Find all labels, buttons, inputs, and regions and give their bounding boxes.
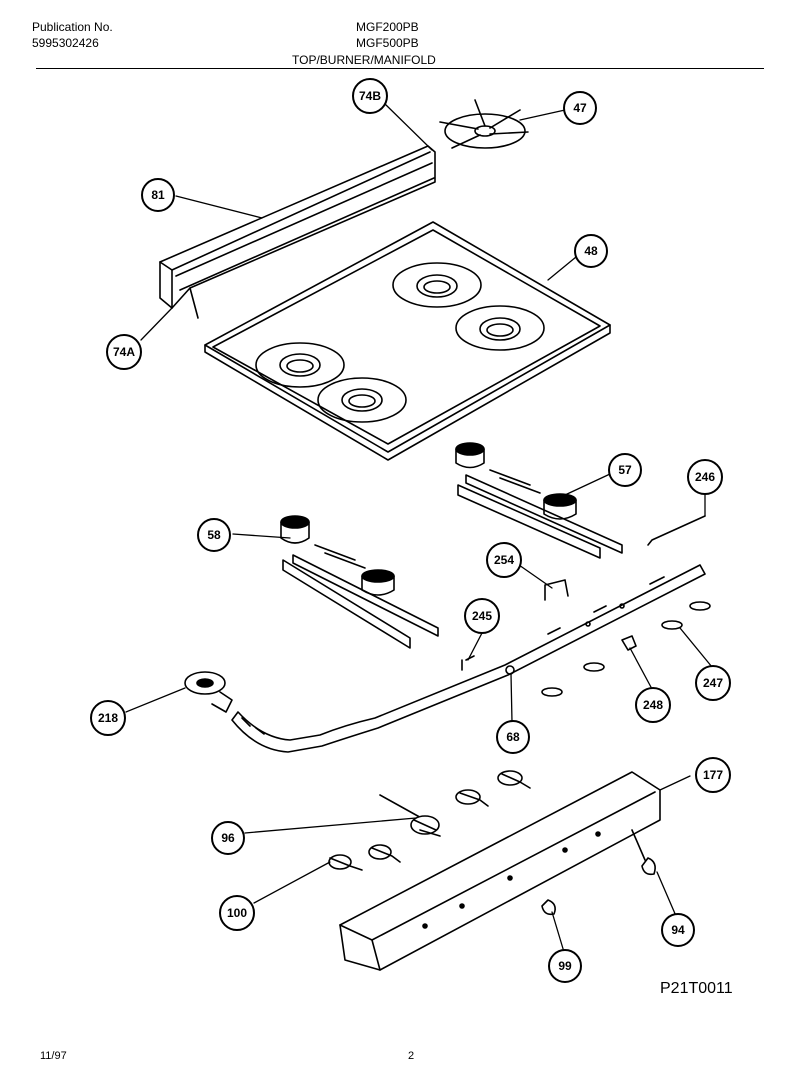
callout-99: 99 <box>548 949 582 983</box>
callout-circle <box>574 234 608 268</box>
callout-circle <box>496 720 530 754</box>
callout-57: 57 <box>608 453 642 487</box>
callout-group: 74B 47 81 48 74A 57 246 58 254 245 218 68 248 247 177 9… <box>90 78 731 983</box>
callout-circle <box>563 91 597 125</box>
callout-74b: 74B <box>352 78 388 114</box>
callout-58: 58 <box>197 518 231 552</box>
callout-label: 254 <box>494 553 514 567</box>
callout-circle <box>548 949 582 983</box>
callout-label: 48 <box>584 244 598 258</box>
cooktop <box>204 221 611 461</box>
callout-circle <box>464 598 500 634</box>
callout-circle <box>141 178 175 212</box>
callout-label: 58 <box>207 528 221 542</box>
callout-circle <box>197 518 231 552</box>
callout-177: 177 <box>695 757 731 793</box>
callout-label: 245 <box>472 609 492 623</box>
callout-circle <box>90 700 126 736</box>
callout-circle <box>106 334 142 370</box>
callout-label: 99 <box>558 959 572 973</box>
header-divider <box>36 68 764 69</box>
callout-81: 81 <box>141 178 175 212</box>
front-burner-assembly <box>280 515 439 649</box>
callout-circle <box>695 665 731 701</box>
callout-94: 94 <box>661 913 695 947</box>
callout-label: 218 <box>98 711 118 725</box>
manifold-pipe <box>231 564 706 753</box>
burner-grate <box>439 99 529 149</box>
footer-date: 11/97 <box>40 1050 67 1062</box>
callout-label: 47 <box>573 101 587 115</box>
callout-circle <box>635 687 671 723</box>
callout-label: 96 <box>221 831 235 845</box>
callout-label: 100 <box>227 906 247 920</box>
callout-circle <box>687 459 723 495</box>
callout-label: 94 <box>671 923 685 937</box>
callout-label: 247 <box>703 676 723 690</box>
figure-code: P21T0011 <box>660 980 733 997</box>
callout-label: 68 <box>506 730 520 744</box>
callout-label: 177 <box>703 768 723 782</box>
publication-number: 5995302426 <box>32 36 99 50</box>
callout-circle <box>219 895 255 931</box>
publication-label: Publication No. <box>32 20 113 34</box>
callout-label: 57 <box>618 463 632 477</box>
callout-47: 47 <box>563 91 597 125</box>
callout-68: 68 <box>496 720 530 754</box>
leader-lines <box>125 102 713 953</box>
callout-circle <box>486 542 522 578</box>
callout-circle <box>352 78 388 114</box>
section-title: TOP/BURNER/MANIFOLD <box>292 53 436 67</box>
callout-245: 245 <box>464 598 500 634</box>
callout-circle <box>695 757 731 793</box>
callout-74a: 74A <box>106 334 142 370</box>
callout-label: 74A <box>113 345 135 359</box>
callout-label: 81 <box>151 188 165 202</box>
callout-48: 48 <box>574 234 608 268</box>
rear-burner-assembly <box>455 442 623 559</box>
callout-218: 218 <box>90 700 126 736</box>
model-number-1: MGF200PB <box>356 20 419 34</box>
callout-label: 74B <box>359 89 381 103</box>
callout-100: 100 <box>219 895 255 931</box>
callout-circle <box>661 913 695 947</box>
burner-valves <box>328 770 531 871</box>
callout-circle <box>608 453 642 487</box>
callout-label: 248 <box>643 698 663 712</box>
callout-247: 247 <box>695 665 731 701</box>
control-panel <box>339 771 661 971</box>
model-number-2: MGF500PB <box>356 36 419 50</box>
footer-page-number: 2 <box>408 1050 415 1062</box>
callout-96: 96 <box>211 821 245 855</box>
manifold-brackets <box>461 515 711 697</box>
callout-246: 246 <box>687 459 723 495</box>
callout-label: 246 <box>695 470 715 484</box>
callout-254: 254 <box>486 542 522 578</box>
callout-circle <box>211 821 245 855</box>
callout-248: 248 <box>635 687 671 723</box>
pressure-regulator <box>184 671 233 713</box>
